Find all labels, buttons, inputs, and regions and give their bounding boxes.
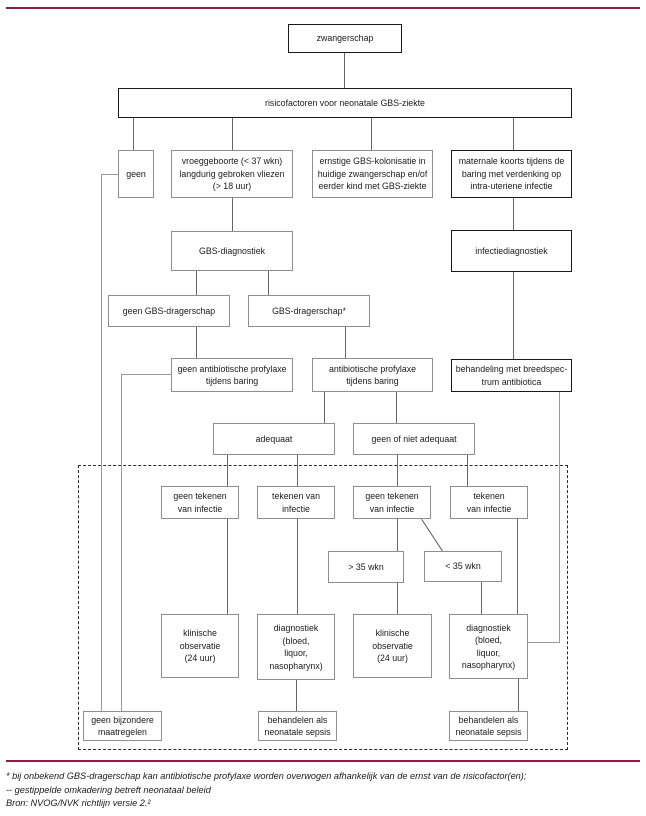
connector-line bbox=[296, 680, 297, 711]
node-antibiotische-profylaxe: antibiotische profylaxe tijdens baring bbox=[312, 358, 433, 392]
node-geen-antibiotische-profylaxe: geen antibiotische profylaxe tijdens bar… bbox=[171, 358, 293, 392]
connector-line bbox=[345, 327, 346, 358]
connector-line bbox=[297, 519, 298, 614]
connector-line bbox=[297, 455, 298, 486]
node-zwangerschap: zwangerschap bbox=[288, 24, 402, 53]
bypass-line bbox=[101, 174, 102, 711]
footnote-3: Bron: NVOG/NVK richtlijn versie 2.² bbox=[6, 798, 151, 808]
connector-line bbox=[232, 198, 233, 231]
node-maternale-koorts: maternale koorts tijdens de baring met v… bbox=[451, 150, 572, 198]
connector-line bbox=[344, 53, 345, 88]
node-tekenen-infectie-2: tekenen van infectie bbox=[450, 486, 528, 519]
footnote-1: * bij onbekend GBS-dragerschap kan antib… bbox=[6, 771, 527, 781]
bypass-line bbox=[121, 374, 171, 375]
footnote-2: -- gestippelde omkadering betreft neonat… bbox=[6, 784, 211, 795]
bypass-line bbox=[559, 392, 560, 643]
connector-line bbox=[396, 392, 397, 423]
connector-line bbox=[227, 455, 228, 486]
bypass-line bbox=[101, 174, 118, 175]
connector-line bbox=[232, 118, 233, 150]
connector-line bbox=[196, 271, 197, 295]
node-vroeggeboorte: vroeggeboorte (< 37 wkn) langdurig gebro… bbox=[171, 150, 293, 198]
footnotes: * bij onbekend GBS-dragerschap kan antib… bbox=[6, 770, 526, 811]
node-adequaat: adequaat bbox=[213, 423, 335, 455]
node-geen-bijzondere-maatregelen: geen bijzondere maatregelen bbox=[83, 711, 162, 741]
node-geen-gbs-dragerschap: geen GBS-dragerschap bbox=[108, 295, 230, 327]
connector-line bbox=[513, 118, 514, 150]
connector-line bbox=[518, 679, 519, 711]
connector-line bbox=[371, 118, 372, 150]
node-infectiediagnostiek: infectiediagnostiek bbox=[451, 230, 572, 272]
node-gbs-dragerschap: GBS-dragerschap* bbox=[248, 295, 370, 327]
node-tekenen-infectie-1: tekenen van infectie bbox=[257, 486, 335, 519]
node-geen: geen bbox=[118, 150, 154, 198]
connector-line bbox=[133, 118, 134, 150]
connector-line bbox=[513, 198, 514, 230]
connector-line bbox=[513, 272, 514, 359]
node-geen-tekenen-infectie-2: geen tekenen van infectie bbox=[353, 486, 431, 519]
node-ernstige-gbs-kolonisatie: ernstige GBS-kolonisatie in huidige zwan… bbox=[312, 150, 433, 198]
connector-line bbox=[268, 271, 269, 295]
dashed-neonatal-frame bbox=[78, 465, 568, 750]
node-diagnostiek-1: diagnostiek (bloed, liquor, nasopharynx) bbox=[257, 614, 335, 680]
connector-line bbox=[397, 583, 398, 614]
node-breedspectrum-antibiotica: behandeling met breedspec- trum antibiot… bbox=[451, 359, 572, 392]
node-geen-of-niet-adequaat: geen of niet adequaat bbox=[353, 423, 475, 455]
node-klinische-observatie-1: klinische observatie (24 uur) bbox=[161, 614, 239, 678]
node-behandelen-sepsis-1: behandelen als neonatale sepsis bbox=[258, 711, 337, 741]
connector-line bbox=[517, 519, 518, 614]
node-geen-tekenen-infectie-1: geen tekenen van infectie bbox=[161, 486, 239, 519]
connector-line bbox=[196, 327, 197, 358]
connector-line bbox=[324, 392, 325, 423]
bypass-line bbox=[121, 374, 122, 711]
node-lt-35-wkn: < 35 wkn bbox=[424, 551, 502, 582]
bypass-line bbox=[528, 642, 559, 643]
node-klinische-observatie-2: klinische observatie (24 uur) bbox=[353, 614, 432, 678]
node-gbs-diagnostiek: GBS-diagnostiek bbox=[171, 231, 293, 271]
connector-line bbox=[467, 455, 468, 486]
top-rule bbox=[6, 7, 640, 9]
node-diagnostiek-2: diagnostiek (bloed, liquor, nasopharynx) bbox=[449, 614, 528, 679]
connector-line bbox=[397, 519, 398, 551]
connector-line bbox=[397, 455, 398, 486]
node-risicofactoren: risicofactoren voor neonatale GBS-ziekte bbox=[118, 88, 572, 118]
node-behandelen-sepsis-2: behandelen als neonatale sepsis bbox=[449, 711, 528, 741]
connector-line bbox=[481, 582, 482, 614]
connector-line bbox=[227, 519, 228, 614]
node-gt-35-wkn: > 35 wkn bbox=[328, 551, 404, 583]
bottom-rule bbox=[6, 760, 640, 762]
